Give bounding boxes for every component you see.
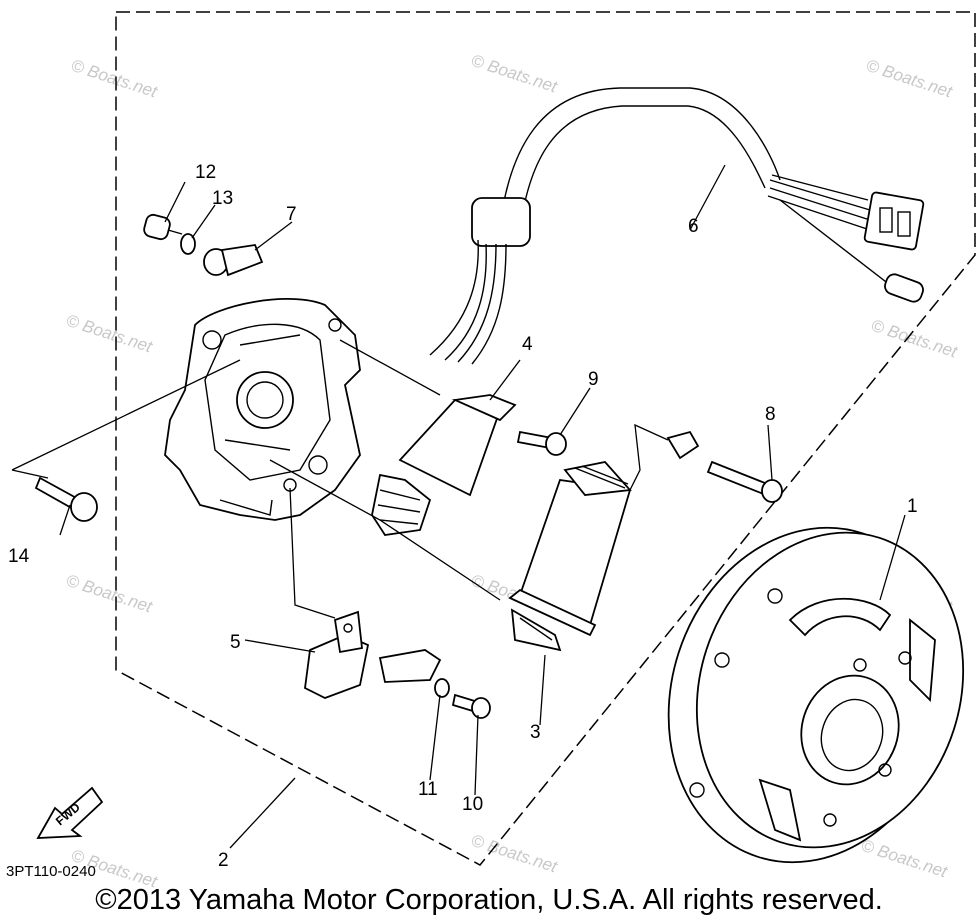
callout-11: 11 <box>418 779 438 800</box>
watermark: © Boats.net <box>864 56 956 102</box>
diagram-code: 3PT110-0240 <box>6 863 96 880</box>
cdi-unit <box>304 610 442 699</box>
flywheel-magneto <box>667 526 965 864</box>
callout-14: 14 <box>8 546 30 567</box>
watermark: © Boats.net <box>469 831 561 877</box>
callout-8: 8 <box>765 404 776 425</box>
watermark: © Boats.net <box>64 311 156 357</box>
watermark: © Boats.net <box>869 316 961 362</box>
assembly-boundary <box>115 11 976 866</box>
callout-6: 6 <box>688 216 699 237</box>
callout-12: 12 <box>195 162 216 183</box>
watermark: © Boats.net <box>469 51 561 97</box>
callout-3: 3 <box>530 722 541 743</box>
callouts: 1 2 3 4 5 6 7 8 9 10 11 12 13 14 <box>8 162 918 871</box>
lighting-coil <box>508 461 632 652</box>
stator-base-plate <box>164 298 361 521</box>
wire-harness <box>429 87 925 365</box>
callout-13: 13 <box>212 188 233 209</box>
fwd-arrow-icon: FWD <box>36 786 104 839</box>
callout-4: 4 <box>522 334 533 355</box>
leader-lines <box>11 164 906 849</box>
callout-5: 5 <box>230 632 241 653</box>
fasteners <box>34 213 783 719</box>
callout-9: 9 <box>588 369 599 390</box>
callout-7: 7 <box>286 204 297 225</box>
callout-1: 1 <box>907 496 918 517</box>
watermark: © Boats.net <box>64 571 156 617</box>
watermark: © Boats.net <box>859 836 951 882</box>
charge-coil <box>371 394 517 536</box>
callout-2: 2 <box>218 850 229 871</box>
callout-10: 10 <box>462 794 483 815</box>
watermark: © Boats.net <box>69 56 161 102</box>
copyright-notice: ©2013 Yamaha Motor Corporation, U.S.A. A… <box>95 884 883 916</box>
